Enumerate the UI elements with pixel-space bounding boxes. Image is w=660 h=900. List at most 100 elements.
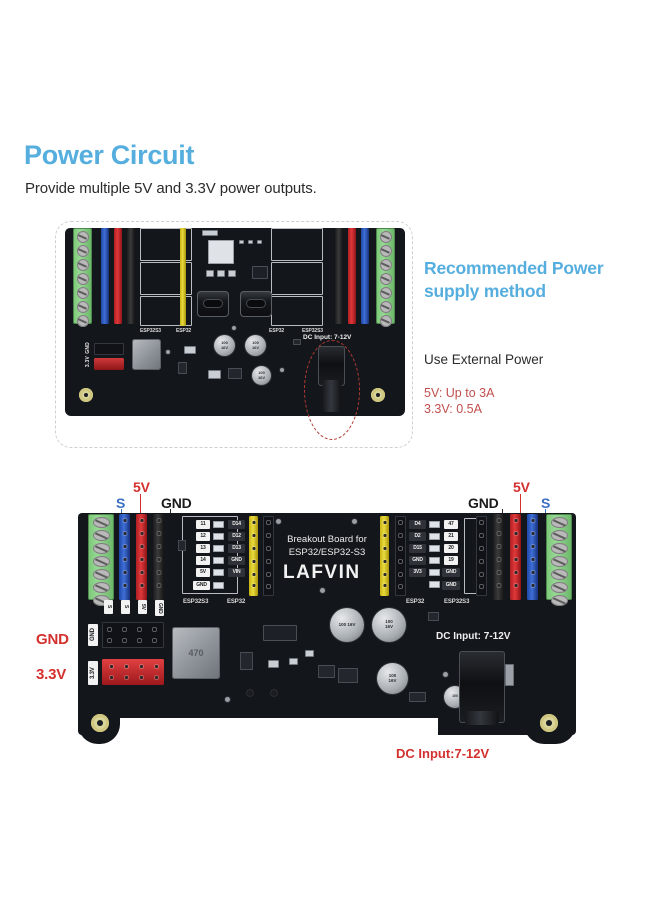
resistor xyxy=(429,569,440,576)
page-subtitle: Provide multiple 5V and 3.3V power outpu… xyxy=(25,180,317,197)
silk-group-box xyxy=(271,296,323,326)
pin-label: D4 xyxy=(409,520,426,529)
dc-jack-barrel xyxy=(465,711,499,725)
via xyxy=(232,326,236,330)
dc-jack-tab xyxy=(505,664,514,686)
pin-header-black-left xyxy=(263,516,274,596)
silk-strip-label: GND xyxy=(155,600,164,616)
via xyxy=(280,368,284,372)
dc-jack-highlight xyxy=(304,340,360,440)
smd-component xyxy=(409,692,426,702)
top-board-panel: ESP32S3 ESP32 ESP32 ESP32S3 GND 3.3V 100… xyxy=(55,221,413,448)
pin-label: GND xyxy=(409,556,426,565)
smd-component xyxy=(178,540,186,551)
dc-barrel-jack xyxy=(459,651,505,725)
smd-component xyxy=(228,270,236,277)
silk-strip-label: S xyxy=(104,600,113,614)
silk-label-esp32: ESP32 xyxy=(406,599,425,605)
mounting-hole xyxy=(540,714,558,732)
v33-rail-header xyxy=(102,659,164,685)
resistor xyxy=(213,545,224,552)
silk-label-esp32: ESP32 xyxy=(176,328,192,334)
pin-header-5v-right xyxy=(348,228,356,324)
screw-terminal-left xyxy=(88,514,114,606)
callout-left-5v: 5V xyxy=(133,479,150,495)
pin-header-signal-left xyxy=(101,228,109,324)
pin-label: GND xyxy=(442,581,460,590)
electrolytic-capacitor: 100 16V xyxy=(330,608,364,642)
pin-label: 20 xyxy=(444,544,458,553)
pin-label: D12 xyxy=(228,532,245,541)
smd-component xyxy=(217,270,225,277)
ic-chip xyxy=(252,266,268,279)
via xyxy=(443,672,448,677)
via xyxy=(320,588,325,593)
transistor xyxy=(318,665,335,678)
smd-component xyxy=(305,650,314,657)
shield-can xyxy=(208,240,234,264)
pin-header-black-right-inner xyxy=(476,516,487,596)
silk-group-box xyxy=(271,228,323,261)
pin-label: 13 xyxy=(196,544,210,553)
via xyxy=(271,690,277,696)
silk-label-esp32: ESP32 xyxy=(269,328,285,334)
pin-label: 47 xyxy=(444,520,458,529)
pin-label: 3V3 xyxy=(409,568,426,577)
pin-header-yellow-left xyxy=(249,516,258,596)
silk-group-box xyxy=(271,262,323,295)
pin-label: D15 xyxy=(409,544,426,553)
pin-label: D2 xyxy=(409,532,426,541)
callout-rail-33v: 3.3V xyxy=(36,666,67,683)
pin-label: 14 xyxy=(196,556,210,565)
resistor xyxy=(213,557,224,564)
callout-right-s: S xyxy=(541,495,551,511)
smd-component xyxy=(257,240,262,244)
resistor xyxy=(429,521,440,528)
smd-component xyxy=(202,230,218,236)
power-inductor: 470 xyxy=(172,627,220,679)
silk-label-esp32s3: ESP32S3 xyxy=(183,599,209,605)
screw-terminal-right xyxy=(546,514,572,606)
via xyxy=(352,519,357,524)
spec-5v: 5V: Up to 3A xyxy=(424,386,495,400)
smd-component xyxy=(228,368,242,379)
board-description-line2: ESP32/ESP32-S3 xyxy=(288,546,366,558)
gnd-rail-header xyxy=(102,622,164,648)
silk-group-box xyxy=(140,296,192,326)
silk-group-box xyxy=(140,262,192,295)
pin-label: D14 xyxy=(228,520,245,529)
callout-right-5v: 5V xyxy=(513,479,530,495)
resistor xyxy=(429,557,440,564)
recommendation-note: Use External Power xyxy=(424,352,544,367)
silk-label-esp32s3: ESP32S3 xyxy=(302,328,323,334)
silk-label-esp32s3: ESP32S3 xyxy=(140,328,161,334)
smd-component xyxy=(184,346,196,354)
resistor xyxy=(213,521,224,528)
power-header-gnd xyxy=(94,343,124,355)
mounting-hole xyxy=(91,714,109,732)
board-description-line1: Breakout Board for xyxy=(287,534,367,545)
via xyxy=(247,690,253,696)
pin-header-signal-right xyxy=(361,228,369,324)
brand-logo: LAFVIN xyxy=(283,562,361,583)
mounting-hole xyxy=(79,388,93,402)
pin-header-5v-left xyxy=(114,228,122,324)
usb-c-port xyxy=(240,291,272,317)
pin-header-5v-left xyxy=(136,514,147,600)
mounting-hole xyxy=(371,388,385,402)
silk-strip-label: 5V xyxy=(138,600,147,614)
resistor xyxy=(213,533,224,540)
pin-label: GND xyxy=(193,581,210,590)
pin-label: GND xyxy=(228,556,245,565)
via xyxy=(225,697,230,702)
silk-label-esp32: ESP32 xyxy=(227,599,246,605)
smd-component xyxy=(428,612,439,621)
silk-label-esp32s3: ESP32S3 xyxy=(444,599,470,605)
pin-label: 12 xyxy=(196,532,210,541)
pin-header-signal-left xyxy=(119,514,130,600)
screw-terminal-left xyxy=(73,228,92,327)
